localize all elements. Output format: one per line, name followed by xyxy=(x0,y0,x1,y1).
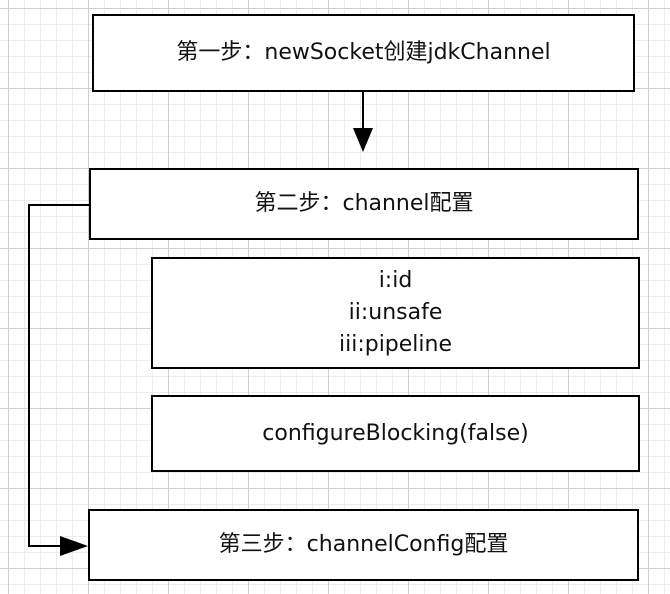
channel-components-box: i:id ii:unsafe iii:pipeline xyxy=(151,257,640,369)
arrow-step2-to-step3-line xyxy=(28,204,89,547)
component-pipeline-label: iii:pipeline xyxy=(338,332,453,357)
component-unsafe-label: ii:unsafe xyxy=(348,300,443,325)
step3-box: 第三步：channelConfig配置 xyxy=(88,509,639,581)
component-id-label: i:id xyxy=(378,268,413,293)
configure-blocking-box: configureBlocking(false) xyxy=(151,395,640,472)
step3-label: 第三步：channelConfig配置 xyxy=(218,532,509,557)
step1-label: 第一步：newSocket创建jdkChannel xyxy=(176,40,551,65)
arrow-step2-to-step3-head xyxy=(60,536,88,556)
step2-box: 第二步：channel配置 xyxy=(89,168,639,240)
arrow-step1-to-step2-head xyxy=(353,128,373,152)
step2-label: 第二步：channel配置 xyxy=(254,191,474,216)
configure-blocking-label: configureBlocking(false) xyxy=(262,420,529,446)
step1-box: 第一步：newSocket创建jdkChannel xyxy=(92,14,635,92)
